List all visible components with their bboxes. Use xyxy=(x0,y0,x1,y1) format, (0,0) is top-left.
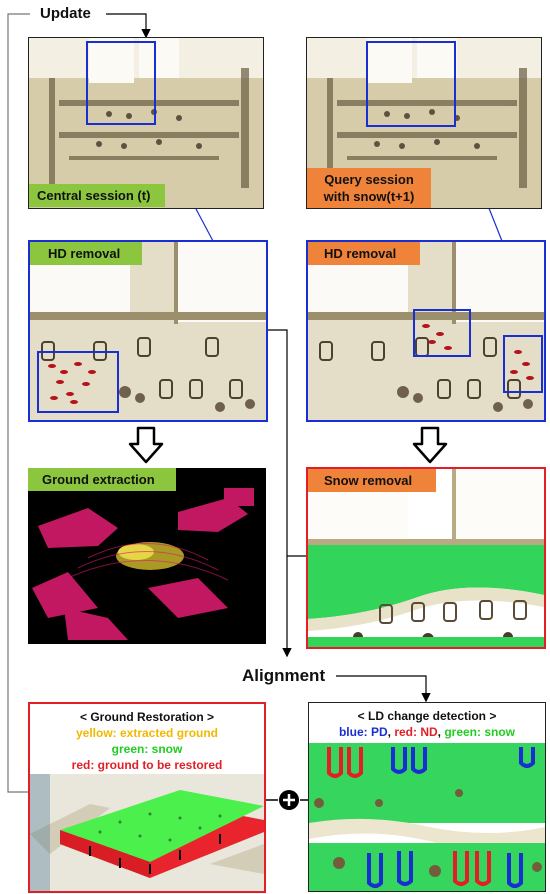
hd-removal-left-panel: HD removal xyxy=(28,240,268,422)
ground-restoration-image xyxy=(30,774,264,891)
plus-circle-icon xyxy=(279,790,299,810)
ld-legend: blue: PD, red: ND, green: snow xyxy=(309,725,545,740)
ld-change-detection-panel: < LD change detection > blue: PD, red: N… xyxy=(308,702,546,892)
ground-extraction-tag: Ground extraction xyxy=(28,468,176,491)
snow-removal-tag: Snow removal xyxy=(308,469,436,492)
query-session-tag-line2: with snow(t+1) xyxy=(323,189,415,204)
hollow-down-arrow-icon xyxy=(412,426,448,464)
alignment-label: Alignment xyxy=(242,666,326,685)
snow-removal-panel: Snow removal xyxy=(306,467,546,649)
query-session-tag-line1: Query session xyxy=(324,172,414,187)
central-map-image xyxy=(29,38,263,208)
query-session-tag: Query session with snow(t+1) xyxy=(307,168,431,208)
ld-change-detection-image xyxy=(309,743,545,891)
ground-extraction-image xyxy=(28,468,266,644)
ld-legend-green: green: snow xyxy=(444,725,516,739)
ground-restoration-caption: < Ground Restoration > yellow: extracted… xyxy=(30,708,264,774)
hd-removal-left-image xyxy=(30,242,266,420)
ld-legend-red: red: ND xyxy=(394,725,438,739)
hollow-down-arrow-icon xyxy=(128,426,164,464)
ground-restoration-title: < Ground Restoration > xyxy=(79,710,214,724)
ld-title: < LD change detection > xyxy=(357,709,497,723)
query-session-panel: Query session with snow(t+1) xyxy=(306,37,542,209)
ground-extraction-panel: Ground extraction xyxy=(28,468,266,644)
hd-removal-right-tag: HD removal xyxy=(308,242,420,265)
hd-removal-left-tag: HD removal xyxy=(30,242,142,265)
central-session-panel: Central session (t) xyxy=(28,37,264,209)
ld-caption: < LD change detection > blue: PD, red: N… xyxy=(309,707,545,743)
snow-removal-image xyxy=(308,469,544,647)
ground-restoration-panel: < Ground Restoration > yellow: extracted… xyxy=(28,702,266,893)
update-label: Update xyxy=(40,5,91,22)
ld-legend-sep1: , xyxy=(387,725,395,739)
hd-removal-right-image xyxy=(308,242,544,420)
central-session-tag: Central session (t) xyxy=(29,184,165,207)
hd-removal-right-panel: HD removal xyxy=(306,240,546,422)
ground-restoration-green-line: green: snow xyxy=(111,742,183,756)
ld-legend-sep2: , xyxy=(437,725,445,739)
ground-restoration-red-line: red: ground to be restored xyxy=(71,758,223,772)
ld-legend-blue: blue: PD xyxy=(338,725,388,739)
ground-restoration-yellow-line: yellow: extracted ground xyxy=(75,726,219,740)
